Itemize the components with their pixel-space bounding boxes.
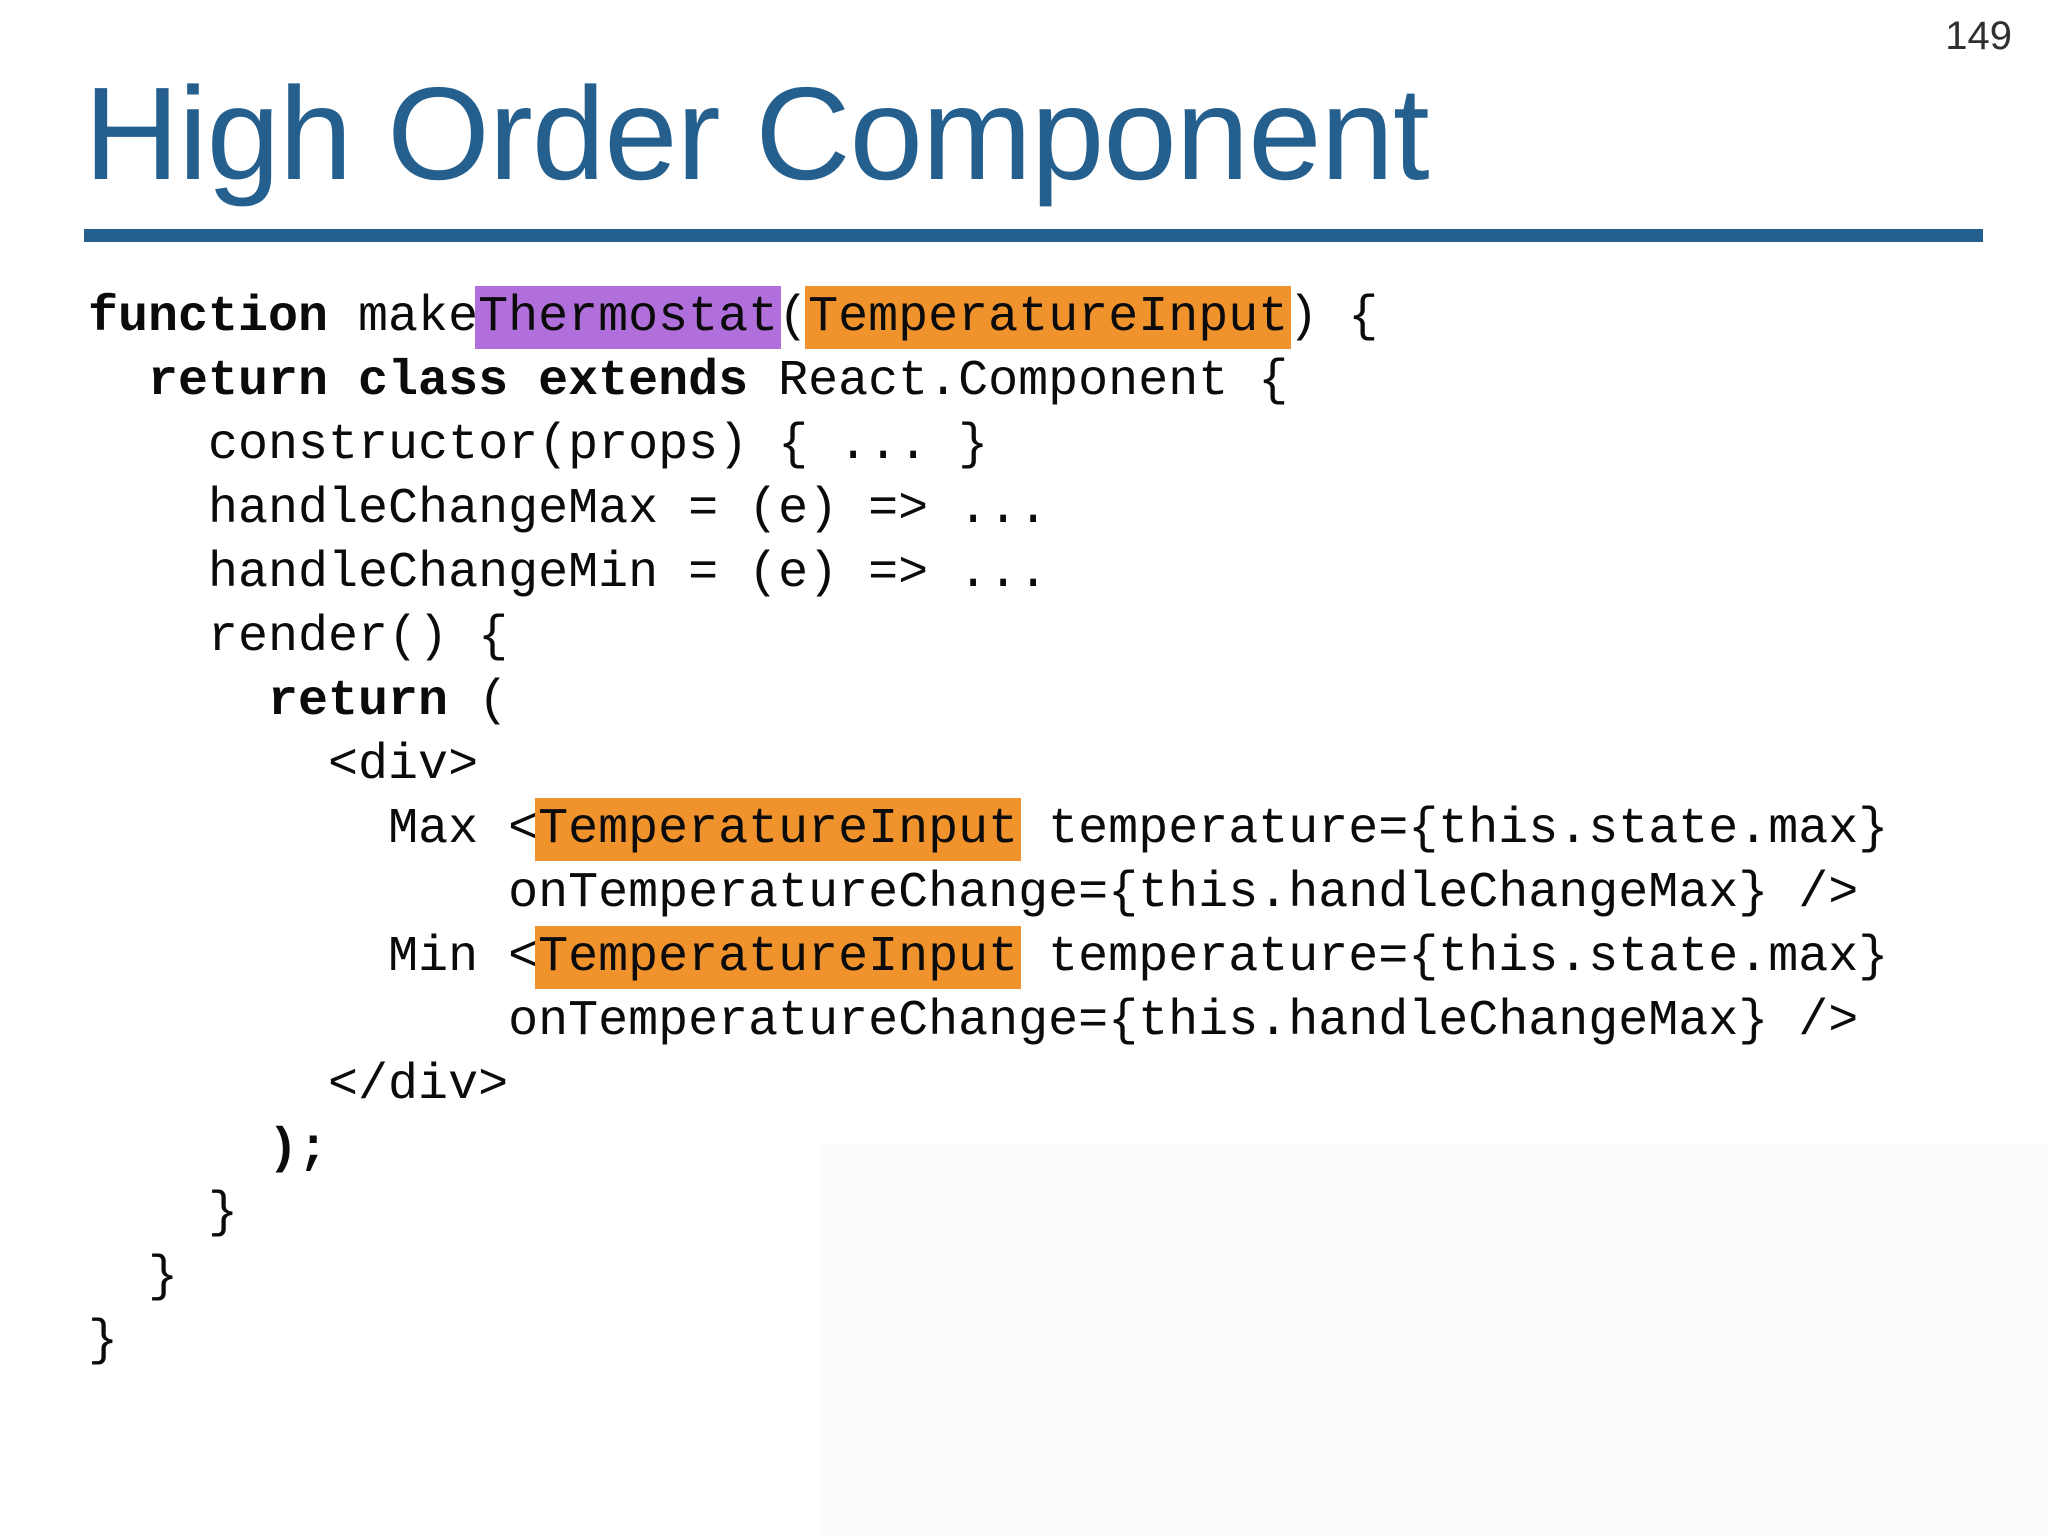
- code-text: constructor(props) { ... }: [208, 417, 989, 474]
- code-line: }: [88, 1310, 1888, 1374]
- code-line: onTemperatureChange={this.handleChangeMa…: [88, 990, 1888, 1054]
- page-number: 149: [1945, 14, 2012, 58]
- code-text: </div>: [328, 1057, 509, 1114]
- code-text: handleChangeMax = (e) => ...: [208, 481, 1049, 538]
- code-text: onTemperatureChange={this.handleChangeMa…: [508, 993, 1859, 1050]
- code-line: onTemperatureChange={this.handleChangeMa…: [88, 862, 1888, 926]
- code-text: return class extends: [148, 353, 749, 410]
- code-text: temperature={this.state.max}: [1018, 929, 1889, 986]
- code-line: handleChangeMin = (e) => ...: [88, 542, 1888, 606]
- code-text: function: [88, 289, 329, 346]
- code-line: function makeThermostat(TemperatureInput…: [88, 286, 1888, 350]
- code-text: handleChangeMin = (e) => ...: [208, 545, 1049, 602]
- code-text: return: [268, 673, 449, 730]
- code-line: return class extends React.Component {: [88, 350, 1888, 414]
- code-text: ) {: [1288, 289, 1379, 346]
- code-text: React.Component {: [748, 353, 1289, 410]
- code-text: onTemperatureChange={this.handleChangeMa…: [508, 865, 1859, 922]
- code-text: Max <: [388, 801, 539, 858]
- code-line: constructor(props) { ... }: [88, 414, 1888, 478]
- code-text: }: [88, 1313, 119, 1370]
- code-line: render() {: [88, 606, 1888, 670]
- code-line: }: [88, 1246, 1888, 1310]
- code-line: return (: [88, 670, 1888, 734]
- code-line: Min <TemperatureInput temperature={this.…: [88, 926, 1888, 990]
- highlight-orange: TemperatureInput: [535, 798, 1022, 861]
- code-text: <div>: [328, 737, 479, 794]
- code-line: Max <TemperatureInput temperature={this.…: [88, 798, 1888, 862]
- code-text: (: [448, 673, 509, 730]
- code-text: temperature={this.state.max}: [1018, 801, 1889, 858]
- code-line: <div>: [88, 734, 1888, 798]
- code-block: function makeThermostat(TemperatureInput…: [88, 286, 1888, 1374]
- highlight-orange: TemperatureInput: [535, 926, 1022, 989]
- code-text: );: [268, 1121, 329, 1178]
- slide-title: High Order Component: [84, 60, 1430, 207]
- code-text: Min <: [388, 929, 539, 986]
- title-underline: [84, 229, 1983, 242]
- code-line: handleChangeMax = (e) => ...: [88, 478, 1888, 542]
- highlight-orange: TemperatureInput: [805, 286, 1292, 349]
- highlight-purple: Thermostat: [475, 286, 782, 349]
- code-text: }: [208, 1185, 239, 1242]
- code-text: }: [148, 1249, 179, 1306]
- background-shade: [820, 1145, 2048, 1536]
- code-line: );: [88, 1118, 1888, 1182]
- code-line: </div>: [88, 1054, 1888, 1118]
- code-line: }: [88, 1182, 1888, 1246]
- code-text: render() {: [208, 609, 509, 666]
- code-text: (: [778, 289, 809, 346]
- code-text: make: [328, 289, 479, 346]
